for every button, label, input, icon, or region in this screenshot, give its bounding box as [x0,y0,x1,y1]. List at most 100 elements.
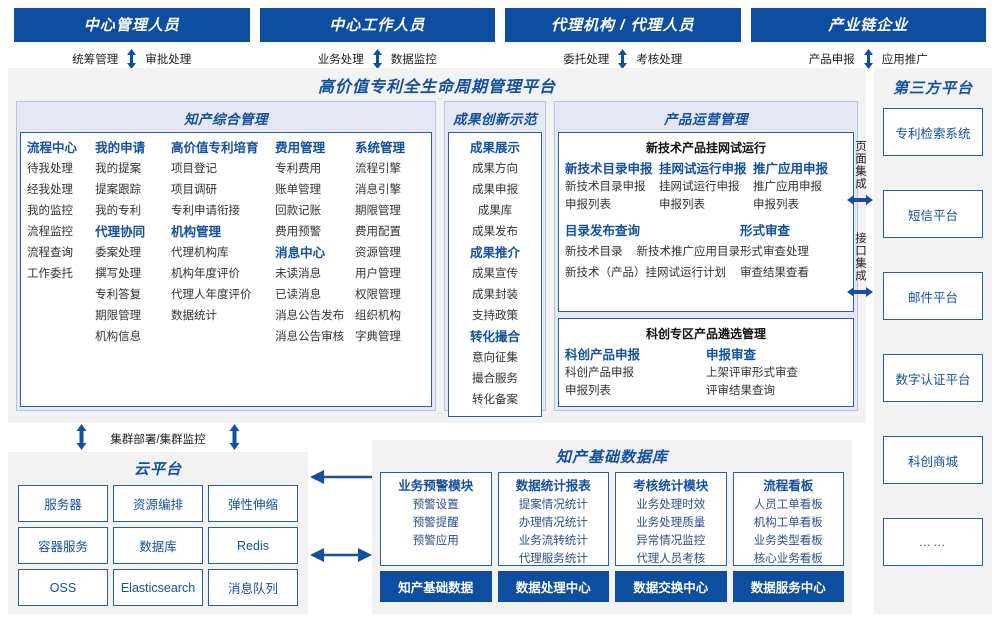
subsection-new-tech-trial: 新技术产品挂网试运行 新技术目录申报 新技术目录申报 申报列表 挂网试运行申报 … [558,132,854,312]
menu-item[interactable]: 经我处理 [27,184,73,196]
cloud-item-server[interactable]: 服务器 [18,485,108,522]
menu-item[interactable]: 申报列表 [565,385,611,397]
menu-item[interactable]: 代理机构库 [171,247,229,259]
menu-item[interactable]: 费用预警 [275,226,322,238]
db-item[interactable]: 提案情况统计 [518,499,588,511]
menu-item[interactable]: 形式审查处理 [740,246,809,258]
db-item[interactable]: 预警提醒 [412,517,459,529]
db-item[interactable]: 业务处理质量 [636,517,706,529]
menu-item[interactable]: 撮合服务 [472,373,518,385]
db-item[interactable]: 异常情况监控 [636,535,706,547]
menu-item[interactable]: 申报列表 [753,199,799,211]
db-item[interactable]: 人员工单看板 [753,499,823,511]
menu-item[interactable]: 待我处理 [27,163,73,175]
third-party-item-sms[interactable]: 短信平台 [883,190,983,238]
menu-item[interactable]: 流程查询 [27,247,73,259]
db-item[interactable]: 业务类型看板 [753,535,823,547]
db-footer-exchange-center[interactable]: 数据交换中心 [615,571,727,602]
menu-item[interactable]: 项目调研 [171,184,218,196]
menu-item[interactable]: 组织机构 [354,310,401,322]
menu-item[interactable]: 已读消息 [275,289,322,301]
menu-item[interactable]: 转化备案 [472,394,518,406]
menu-item[interactable]: 权限管理 [354,289,401,301]
cloud-item-elasticsearch[interactable]: Elasticsearch [113,569,203,606]
db-item[interactable]: 机构工单看板 [753,517,823,529]
cloud-item-orchestration[interactable]: 资源编排 [113,485,203,522]
menu-item[interactable]: 意向征集 [472,352,518,364]
db-item[interactable]: 预警设置 [412,499,459,511]
cloud-item-oss[interactable]: OSS [18,569,108,606]
third-party-item-scitech-mall[interactable]: 科创商城 [883,436,983,484]
menu-item[interactable]: 新技术目录 [565,246,623,258]
menu-item[interactable]: 申报列表 [565,199,611,211]
menu-item[interactable]: 资源管理 [354,247,401,259]
menu-item[interactable]: 上架评审形式审查 [706,367,798,379]
menu-item[interactable]: 成果申报 [472,184,518,196]
menu-item[interactable]: 我的提案 [95,163,142,175]
menu-item[interactable]: 成果发布 [472,226,518,238]
menu-item[interactable]: 审查结果查看 [740,267,809,279]
menu-item[interactable]: 流程引擎 [354,163,401,175]
menu-item[interactable]: 项目登记 [171,163,218,175]
cloud-item-container[interactable]: 容器服务 [18,527,108,564]
menu-item[interactable]: 我的监控 [27,205,73,217]
menu-item[interactable]: 未读消息 [275,268,322,280]
menu-item[interactable]: 成果封装 [472,289,518,301]
menu-item[interactable]: 专利申请衔接 [171,205,241,217]
menu-item[interactable]: 新技术目录申报 [565,181,646,193]
menu-item[interactable]: 数据统计 [171,310,218,322]
menu-item[interactable]: 申报列表 [659,199,705,211]
menu-item[interactable]: 成果方向 [472,163,518,175]
cloud-item-redis[interactable]: Redis [208,527,298,564]
menu-item[interactable]: 期限管理 [354,205,401,217]
menu-item[interactable]: 提案跟踪 [95,184,142,196]
db-item[interactable]: 办理情况统计 [518,517,588,529]
third-party-item-digital-cert[interactable]: 数字认证平台 [883,354,983,402]
db-footer-service-center[interactable]: 数据服务中心 [732,571,844,602]
menu-item[interactable]: 评审结果查询 [706,385,775,397]
menu-item[interactable]: 回款记账 [275,205,322,217]
menu-item[interactable]: 消息公告审核 [275,331,345,343]
third-party-item-patent-search[interactable]: 专利检索系统 [883,108,983,156]
menu-item[interactable]: 消息公告发布 [275,310,345,322]
third-party-item-more[interactable]: …… [883,518,983,566]
cloud-item-autoscaling[interactable]: 弹性伸缩 [208,485,298,522]
menu-item[interactable]: 流程监控 [27,226,73,238]
cloud-item-database[interactable]: 数据库 [113,527,203,564]
menu-item[interactable]: 挂网试运行申报 [659,181,740,193]
third-party-item-email[interactable]: 邮件平台 [883,272,983,320]
menu-item[interactable]: 撰写处理 [95,268,142,280]
cloud-item-message-queue[interactable]: 消息队列 [208,569,298,606]
menu-item[interactable]: 机构年度评价 [171,268,241,280]
menu-item[interactable]: 科创产品申报 [565,367,634,379]
menu-item[interactable]: 我的专利 [95,205,142,217]
menu-item[interactable]: 成果库 [477,205,513,217]
menu-item[interactable]: 专利费用 [275,163,322,175]
db-item[interactable]: 业务处理时效 [636,499,706,511]
menu-item[interactable]: 成果宣传 [472,268,518,280]
menu-item[interactable]: 委案处理 [95,247,142,259]
menu-item[interactable]: 用户管理 [354,268,401,280]
menu-item[interactable]: 代理人年度评价 [171,289,252,301]
db-item[interactable]: 核心业务看板 [753,553,823,565]
menu-item[interactable]: 费用配置 [354,226,401,238]
menu-item[interactable]: 推广应用申报 [753,181,822,193]
menu-item[interactable]: 专利答复 [95,289,142,301]
menu-item[interactable]: 工作委托 [27,268,73,280]
column-header: 科创产品申报 [565,348,641,362]
menu-item[interactable]: 机构信息 [95,331,142,343]
db-item[interactable]: 代理服务统计 [518,553,588,565]
db-footer-processing-center[interactable]: 数据处理中心 [497,571,609,602]
db-item[interactable]: 业务流转统计 [518,535,588,547]
menu-item[interactable]: 账单管理 [275,184,322,196]
menu-item[interactable]: 新技术（产品）挂网试运行计划 [565,267,726,279]
db-item[interactable]: 代理人员考核 [636,553,706,565]
menu-item[interactable]: 消息引擎 [354,184,401,196]
menu-item[interactable]: 新技术推广应用目录 [636,246,741,258]
db-footer-basic-data[interactable]: 知产基础数据 [380,571,492,602]
db-column-business-alert: 业务预警模块 预警设置 预警提醒 预警应用 知产基础数据 [380,472,492,602]
menu-item[interactable]: 期限管理 [95,310,142,322]
menu-item[interactable]: 支持政策 [472,310,518,322]
db-item[interactable]: 预警应用 [412,535,459,547]
menu-item[interactable]: 字典管理 [354,331,401,343]
